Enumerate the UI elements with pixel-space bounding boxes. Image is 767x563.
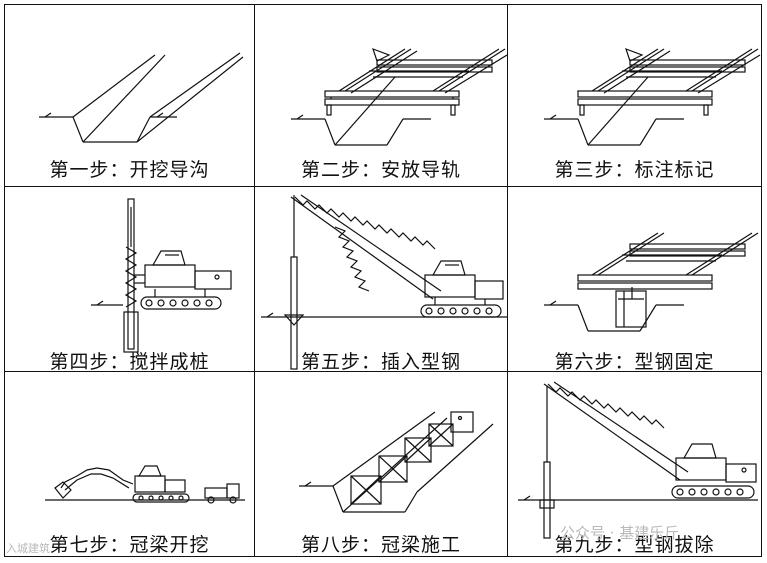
step-4-caption: 第四步：搅拌成桩 (49, 351, 210, 371)
steel-fixing-drawing (544, 232, 759, 332)
mixing-pile-drawing (91, 198, 232, 353)
grid-divider (254, 5, 255, 556)
step-4-panel: 第四步：搅拌成桩 (5, 187, 254, 371)
step-6-caption: 第六步：型钢固定 (554, 351, 715, 371)
beam-excavation-drawing (45, 465, 245, 504)
step-9-caption: 第九步：型钢拔除 (554, 534, 715, 556)
insert-steel-drawing (261, 194, 507, 370)
step-3-panel: 第三步：标注标记 (508, 5, 761, 186)
grid-divider (5, 186, 761, 187)
step-5-caption: 第五步：插入型钢 (300, 351, 461, 371)
step-7-panel: 第七步：冠梁开挖 (5, 372, 254, 556)
grid-divider (507, 5, 508, 556)
step-8-panel: 第八步：冠梁施工 (255, 372, 507, 556)
beam-construction-drawing (299, 411, 494, 513)
trench-excavation-drawing (39, 52, 244, 143)
watermark-right: 公众号 · 基建乐斤 (560, 524, 680, 542)
watermark-left: 入城建筑 (6, 542, 50, 555)
step-9-panel: 第九步：型钢拔除 (508, 372, 761, 556)
step-grid: 第一步：开挖导沟 (4, 4, 762, 557)
grid-divider (5, 371, 761, 372)
step-5-panel: 第五步：插入型钢 (255, 187, 507, 371)
step-6-panel: 第六步：型钢固定 (508, 187, 761, 371)
step-3-caption: 第三步：标注标记 (554, 159, 715, 181)
guide-rail-drawing (291, 47, 507, 146)
step-1-caption: 第一步：开挖导沟 (49, 159, 210, 181)
step-7-caption: 第七步：冠梁开挖 (49, 534, 210, 556)
step-1-panel: 第一步：开挖导沟 (5, 5, 254, 186)
marking-drawing (544, 47, 761, 146)
step-2-panel: 第二步：安放导轨 (255, 5, 507, 186)
step-8-caption: 第八步：冠梁施工 (300, 534, 461, 556)
step-2-caption: 第二步：安放导轨 (300, 159, 461, 181)
steel-removal-drawing (518, 381, 758, 539)
